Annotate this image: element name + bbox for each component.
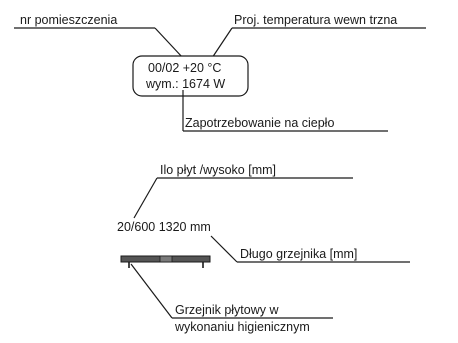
- radiator-valve: [159, 255, 173, 263]
- label-heat-demand: Zapotrzebowanie na ciepło: [185, 116, 335, 130]
- room-box-line-1: 00/02 +20 °C: [148, 61, 222, 75]
- leader-temperature-diagonal: [211, 27, 233, 59]
- leader-plates-height-diagonal: [133, 177, 158, 219]
- label-room-number: nr pomieszczenia: [20, 13, 118, 27]
- leader-radiator-type-diagonal: [130, 263, 173, 319]
- label-radiator-type-line-2: wykonaniu higienicznym: [175, 320, 310, 334]
- room-box-line-2: wym.: 1674 W: [146, 77, 226, 91]
- leader-radiator-length-diagonal: [210, 235, 238, 263]
- leader-room-number-diagonal: [154, 27, 184, 59]
- room-box-outline: [132, 55, 249, 97]
- radiator-spec-value: 20/600 1320 mm: [117, 220, 211, 234]
- label-plates-height: Ilo płyt /wysoko [mm]: [160, 163, 276, 177]
- label-radiator-length: Długo grzejnika [mm]: [240, 247, 358, 261]
- label-radiator-type-line-1: Grzejnik płytowy w: [175, 303, 279, 317]
- label-design-temperature: Proj. temperatura wewn trzna: [234, 13, 398, 27]
